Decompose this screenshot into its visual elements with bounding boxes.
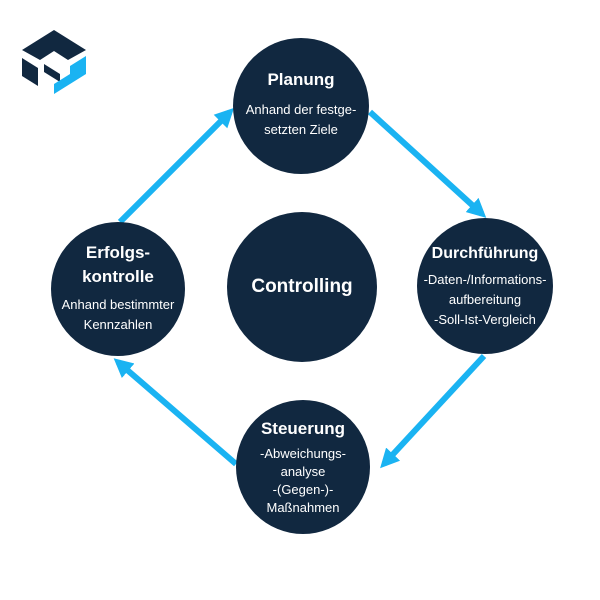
node-planung-title: Planung bbox=[267, 70, 335, 89]
node-erfolgskontrolle-title: Erfolgs- kontrolle bbox=[82, 243, 154, 286]
node-controlling-center: Controlling bbox=[227, 212, 377, 362]
node-controlling-title: Controlling bbox=[251, 276, 353, 297]
arrow-planung-to-durchfuehrung bbox=[367, 109, 487, 218]
arrow-erfolgskontrolle-to-planung bbox=[117, 107, 235, 225]
node-steuerung-description: -Abweichungs- analyse -(Gegen-)- Maßnahm… bbox=[260, 446, 346, 515]
arrow-durchfuehrung-to-steuerung bbox=[380, 353, 487, 469]
node-planung-description: Anhand der festge- setzten Ziele bbox=[245, 102, 357, 137]
node-planung: Planung Anhand der festge- setzten Ziele bbox=[233, 38, 369, 174]
company-logo-icon bbox=[22, 30, 86, 94]
node-durchfuehrung-title: Durchführung bbox=[431, 245, 539, 262]
node-steuerung: Steuerung -Abweichungs- analyse -(Gegen-… bbox=[236, 400, 370, 534]
arrow-steuerung-to-erfolgskontrolle bbox=[113, 358, 238, 467]
node-erfolgskontrolle: Erfolgs- kontrolle Anhand bestimmter Ken… bbox=[51, 222, 185, 356]
node-steuerung-title: Steuerung bbox=[260, 419, 346, 438]
node-durchfuehrung: Durchführung -Daten-/Informations- aufbe… bbox=[417, 218, 553, 354]
node-erfolgskontrolle-description: Anhand bestimmter Kennzahlen bbox=[61, 297, 175, 332]
node-durchfuehrung-description: -Daten-/Informations- aufbereitung -Soll… bbox=[423, 272, 547, 327]
